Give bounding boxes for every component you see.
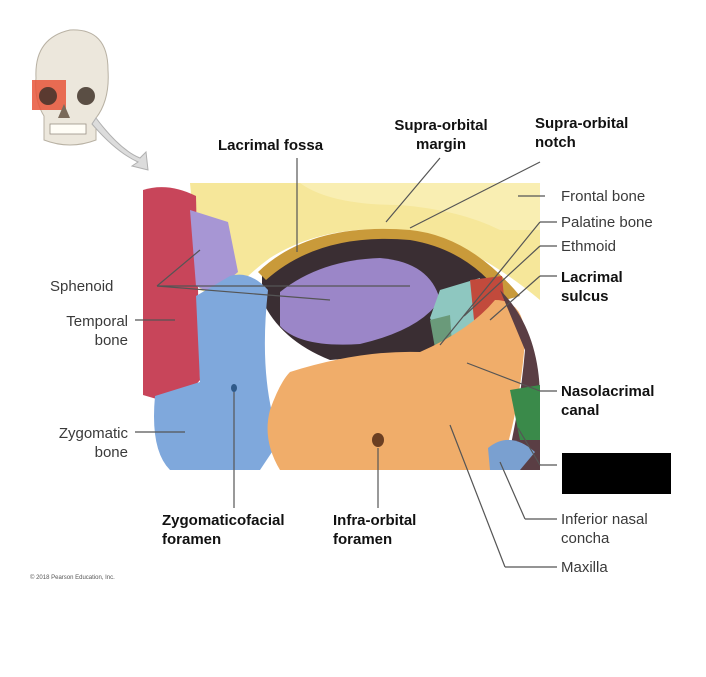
maxilla-region bbox=[267, 300, 525, 470]
redacted-label-box bbox=[562, 453, 671, 494]
sphenoid-orbital-region bbox=[280, 258, 440, 345]
copyright-text: © 2018 Pearson Education, Inc. bbox=[30, 575, 115, 581]
pointer-arrow bbox=[91, 117, 149, 171]
label-lacrimal-fossa: Lacrimal fossa bbox=[218, 137, 324, 154]
label-maxilla: Maxilla bbox=[561, 559, 608, 576]
label-palatine-bone: Palatine bone bbox=[561, 214, 653, 231]
zygomatic-bone-region bbox=[154, 274, 280, 470]
temporal-bone-region bbox=[143, 187, 200, 401]
leader-lines bbox=[135, 157, 557, 568]
label-sphenoid: Sphenoid bbox=[50, 278, 114, 295]
orbit-bones bbox=[143, 183, 540, 475]
skull-thumbnail-icon bbox=[32, 29, 109, 146]
sphenoid-wing-region bbox=[190, 210, 238, 294]
label-ethmoid: Ethmoid bbox=[561, 238, 617, 255]
label-frontal-bone: Frontal bone bbox=[561, 188, 646, 205]
